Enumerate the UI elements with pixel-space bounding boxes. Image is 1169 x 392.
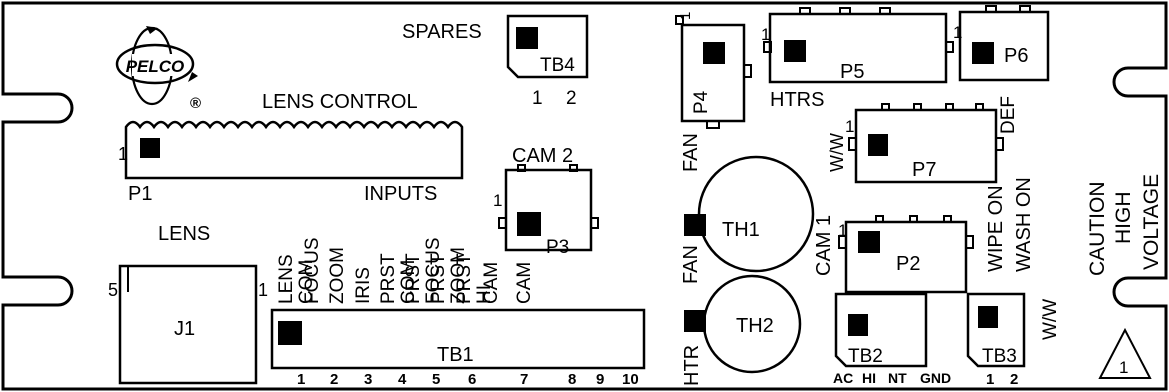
th2-thermostat: TH2 — [684, 274, 802, 374]
lens-label: LENS — [158, 223, 210, 245]
p7-connector: P7 — [848, 103, 1004, 184]
warning-triangle-icon: 1 — [1098, 327, 1152, 379]
tb1-terminal-number: 3 — [364, 371, 372, 388]
p3-connector: P3 — [498, 164, 599, 258]
inputs-label: INPUTS — [364, 183, 437, 205]
htrs-label: HTRS — [770, 89, 824, 111]
fan-top-label: FAN — [680, 133, 702, 172]
high-label: HIGH — [1112, 192, 1135, 245]
th1-thermostat: TH1 — [684, 155, 815, 273]
fan-mid-label: FAN — [680, 245, 702, 284]
tb1-terminal-numbers: 1 2 3 4 5 6 7 8 9 10 — [297, 371, 639, 388]
p1-pin-1: 1 — [118, 144, 128, 164]
th2-label: TH2 — [736, 315, 774, 337]
wipe-on-label: WIPE ON — [985, 185, 1007, 272]
tb1-terminal-number: 4 — [398, 371, 407, 388]
tb1-terminal-number: 5 — [432, 371, 440, 388]
tb2-connector: TB2 — [834, 292, 928, 368]
p1-connector — [124, 120, 464, 180]
p1-label: P1 — [128, 183, 152, 205]
tb1-label: TB1 — [437, 344, 474, 366]
th1-label: TH1 — [722, 219, 760, 241]
j1-pin-1: 1 — [258, 280, 268, 300]
tb1-terminal-number: 2 — [330, 371, 338, 388]
htr-label: HTR — [681, 345, 703, 386]
tb2-label: TB2 — [848, 346, 883, 367]
tb1-terminal-label: ZOOM — [448, 247, 469, 304]
tb2-pin-gnd: GND — [920, 370, 951, 386]
p5-pin-1: 1 — [761, 25, 770, 44]
tb3-label: TB3 — [982, 346, 1017, 367]
p3-label: P3 — [546, 237, 569, 258]
p6-connector: P6 — [958, 5, 1050, 82]
tb1-terminal-label: IRIS — [353, 267, 374, 304]
tb1-terminal-label: HI — [474, 285, 495, 304]
tb1-terminal-label: COM — [398, 260, 419, 304]
spares-label: SPARES — [402, 21, 482, 43]
p4-connector: P4 — [675, 15, 752, 129]
tb3-pin-2: 2 — [1010, 371, 1018, 388]
tb1-terminal-label: FOCUS — [302, 238, 323, 305]
tb2-pin-nt: NT — [888, 370, 907, 386]
tb1-terminal-label: PRST — [454, 253, 475, 304]
j1-connector: J1 — [118, 264, 258, 385]
p7-label: P7 — [912, 159, 936, 181]
tb1-terminal-label: PRST — [428, 253, 449, 304]
tb4-pin-1: 1 — [532, 88, 543, 109]
tb1-terminal-label: CAM — [514, 262, 535, 304]
tb4-connector: TB4 — [506, 14, 589, 79]
tb1-terminal-label: ZOOM — [327, 247, 348, 304]
tb1-terminal-number: 6 — [468, 371, 476, 388]
p6-label: P6 — [1004, 45, 1028, 67]
j1-pin-5: 5 — [108, 280, 118, 300]
caution-label: CAUTION — [1086, 182, 1109, 277]
logo-text: PELCO — [126, 57, 185, 76]
tb3-connector: TB3 — [966, 292, 1026, 368]
tb1-terminal-number: 7 — [520, 371, 528, 388]
tb3-pin-1: 1 — [986, 371, 994, 388]
cam2-label: CAM 2 — [512, 145, 573, 167]
voltage-label: VOLTAGE — [1140, 174, 1163, 270]
p4-label: P4 — [691, 90, 712, 114]
j1-label: J1 — [174, 318, 195, 340]
tb1-terminal-label: LENS — [276, 254, 297, 304]
tb1-terminal-label: CAM — [481, 262, 502, 304]
p2-pin-1: 1 — [838, 221, 847, 240]
tb1-terminal-label: COM — [296, 260, 317, 304]
tb4-pin-2: 2 — [566, 88, 577, 109]
tb1-terminal-number: 9 — [596, 371, 604, 388]
tb1-terminal-number: 8 — [568, 371, 576, 388]
p7-pin-1: 1 — [845, 117, 854, 136]
p5-connector: P5 — [763, 7, 954, 84]
p5-label: P5 — [840, 61, 864, 83]
tb2-pin-hi: HI — [862, 370, 876, 386]
p2-label: P2 — [896, 253, 920, 275]
ww-top-label: W/W — [827, 133, 847, 172]
tb4-label: TB4 — [540, 55, 575, 76]
p2-connector: P2 — [838, 215, 974, 294]
tb1-terminal-label: PRST — [403, 253, 424, 304]
tb2-pin-ac: AC — [833, 370, 853, 386]
wash-on-label: WASH ON — [1013, 177, 1035, 272]
tb1-terminal-label: FOCUS — [423, 238, 444, 305]
tb1-terminal-number: 10 — [622, 371, 639, 388]
tb1-connector: TB1 — [270, 308, 646, 370]
pelco-logo: PELCO ® — [115, 26, 201, 112]
p4-pin-1: 1 — [677, 12, 694, 20]
warning-number: 1 — [1119, 358, 1128, 377]
registered-mark: ® — [190, 95, 201, 112]
def-label: DEF — [998, 96, 1019, 134]
lens-control-label: LENS CONTROL — [262, 91, 418, 113]
p3-pin-1: 1 — [493, 191, 502, 210]
p6-pin-1: 1 — [953, 23, 962, 42]
tb1-terminal-label: PRST — [378, 253, 399, 304]
ww-right-label: W/W — [1040, 299, 1061, 340]
cam1-label: CAM 1 — [813, 215, 835, 276]
tb1-terminal-number: 1 — [297, 371, 305, 388]
